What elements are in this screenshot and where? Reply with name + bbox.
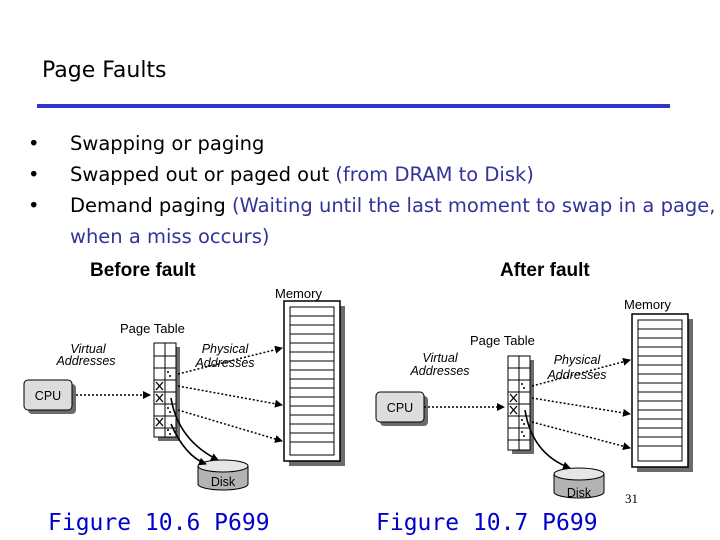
memory-label: Memory <box>275 286 322 301</box>
figure-caption: Figure 10.6 P699 <box>48 510 270 536</box>
bullet-text: Swapping or paging <box>70 132 265 155</box>
before-fault-heading: Before fault <box>90 260 196 281</box>
bullet-list: Swapping or paging Swapped out or paged … <box>28 128 718 252</box>
cpu-box: CPU <box>375 391 428 426</box>
cpu-box: CPU <box>23 379 76 414</box>
memory-block <box>631 313 693 472</box>
page-table <box>507 355 534 454</box>
before-fault-panel: Before fault Memory Page Table Virtual A… <box>23 260 345 536</box>
table-to-disk-arrow <box>170 397 219 461</box>
virtual-addresses-label: Addresses <box>55 354 115 368</box>
slide-title: Page Faults <box>42 58 167 83</box>
table-to-memory-arrow <box>531 357 631 387</box>
bullet-text: Demand paging <box>70 194 232 217</box>
table-to-memory-arrow <box>177 385 283 408</box>
bullet-item: Demand paging (Waiting until the last mo… <box>28 190 718 252</box>
after-fault-heading: After fault <box>500 260 590 281</box>
virtual-addresses-label: Addresses <box>409 364 469 378</box>
virtual-addresses-label: Virtual <box>70 342 106 356</box>
table-to-memory-arrow <box>177 409 283 443</box>
physical-addresses-label: Physical <box>554 353 602 367</box>
cpu-label: CPU <box>35 389 61 403</box>
table-to-memory-arrow <box>531 421 631 451</box>
disk-cylinder: Disk <box>553 467 605 500</box>
virtual-addresses-label: Virtual <box>422 351 458 365</box>
disk-cylinder: Disk <box>197 459 249 491</box>
physical-addresses-label: Addresses <box>194 356 254 370</box>
disk-label: Disk <box>211 475 236 489</box>
physical-addresses-label: Addresses <box>546 368 606 382</box>
page-table-label: Page Table <box>120 321 185 336</box>
bullet-item: Swapping or paging <box>28 128 718 159</box>
table-to-disk-arrow <box>524 409 571 470</box>
bullet-text: Swapped out or paged out <box>70 163 336 186</box>
slide-number: 31 <box>625 491 638 506</box>
title-underline <box>37 104 670 108</box>
table-to-memory-arrow <box>177 345 283 375</box>
memory-block <box>283 300 345 466</box>
page-table-label: Page Table <box>470 333 535 348</box>
table-to-memory-arrow <box>531 397 631 417</box>
physical-addresses-label: Physical <box>202 342 250 356</box>
memory-label: Memory <box>624 297 671 312</box>
cpu-label: CPU <box>387 401 413 415</box>
page-table <box>153 342 180 441</box>
bullet-item: Swapped out or paged out (from DRAM to D… <box>28 159 718 190</box>
after-fault-panel: After fault Memory Page Table Virtual Ad… <box>375 260 693 536</box>
bullet-parenthetical: (Waiting until the last moment to swap i… <box>70 194 716 248</box>
disk-label: Disk <box>567 486 592 500</box>
figure-caption: Figure 10.7 P699 <box>376 510 598 536</box>
bullet-parenthetical: (from DRAM to Disk) <box>335 163 534 186</box>
table-to-disk-arrow <box>170 423 207 466</box>
